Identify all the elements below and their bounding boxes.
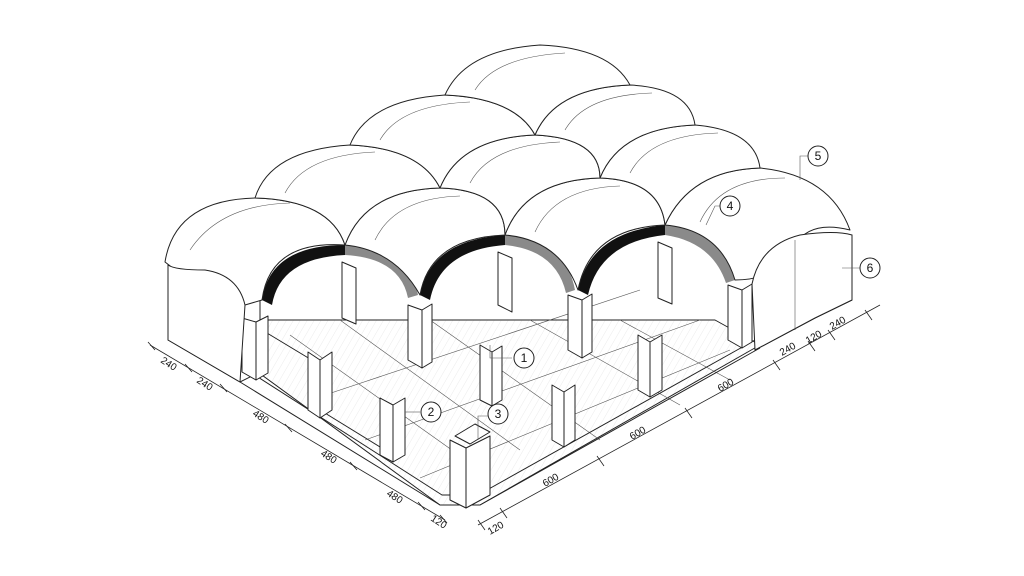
pier-group bbox=[241, 241, 753, 509]
arch-section-2 bbox=[420, 235, 575, 300]
right-end-bay bbox=[751, 232, 853, 351]
vault-roof bbox=[164, 44, 851, 306]
callout-5-label: 5 bbox=[815, 149, 822, 163]
callout-2: 2 bbox=[405, 401, 442, 423]
dimension-lines-front bbox=[477, 304, 881, 531]
callout-1: 1 bbox=[489, 345, 535, 369]
dim-left-2: 480 bbox=[250, 408, 270, 427]
dim-left-1: 240 bbox=[194, 375, 214, 394]
callout-2-label: 2 bbox=[428, 405, 435, 419]
callout-3-label: 3 bbox=[495, 407, 502, 421]
dimension-lines-left bbox=[147, 341, 448, 524]
callout-6: 6 bbox=[842, 257, 881, 279]
dim-front-4: 240 bbox=[778, 341, 798, 359]
dim-front-5: 120 bbox=[804, 329, 824, 347]
dim-front-6: 240 bbox=[828, 315, 848, 333]
callout-4-label: 4 bbox=[727, 199, 734, 213]
dim-front-3: 600 bbox=[716, 377, 736, 395]
callout-4: 4 bbox=[705, 195, 741, 226]
callout-6-label: 6 bbox=[867, 261, 874, 275]
dim-left-3: 480 bbox=[318, 448, 338, 467]
dim-front-2: 600 bbox=[628, 425, 648, 443]
dim-left-0: 240 bbox=[158, 355, 178, 374]
dim-front-0: 120 bbox=[486, 520, 506, 538]
dim-left-4: 480 bbox=[384, 488, 404, 507]
dim-left-5: 120 bbox=[428, 513, 448, 532]
callout-5: 5 bbox=[799, 145, 829, 180]
dim-front-1: 600 bbox=[541, 472, 561, 490]
arch-section-3 bbox=[578, 225, 735, 295]
callout-3: 3 bbox=[477, 403, 509, 440]
left-end-bay bbox=[167, 264, 246, 383]
callout-1-label: 1 bbox=[521, 351, 528, 365]
